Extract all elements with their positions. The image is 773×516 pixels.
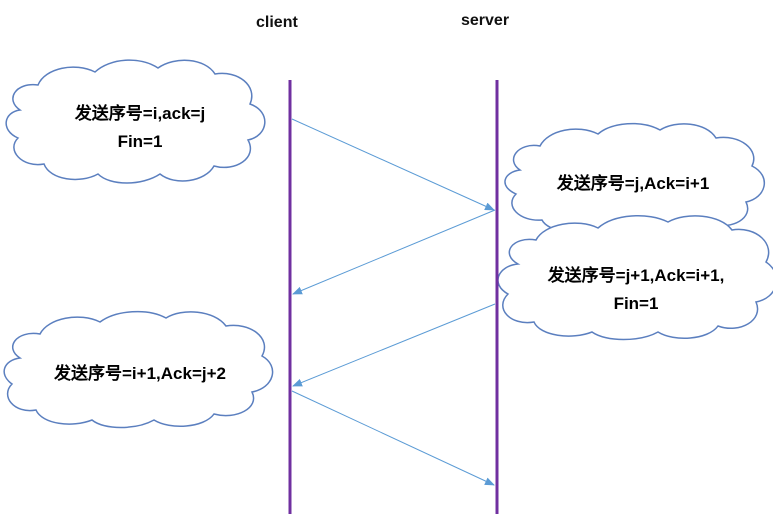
cloud-text-line: Fin=1 — [117, 132, 163, 151]
server-label: server — [461, 12, 510, 29]
cloud-server-ack — [504, 122, 766, 237]
cloud-server-ack-text: 发送序号=j,Ack=i+1 — [528, 170, 738, 198]
cloud-client-ack-text: 发送序号=i+1,Ack=j+2 — [30, 360, 250, 388]
cloud-client-fin-text: 发送序号=i,ack=j Fin=1 — [40, 100, 240, 156]
cloud-client-fin — [5, 59, 266, 184]
cloud-server-fin-text: 发送序号=j+1,Ack=i+1, Fin=1 — [520, 262, 752, 318]
message-arrow-fin-1 — [291, 118, 495, 211]
cloud-text-line: Fin=1 — [613, 294, 659, 313]
cloud-client-ack — [3, 310, 274, 429]
message-arrow-ack-1 — [292, 209, 496, 295]
cloud-text-line: 发送序号=i,ack=j — [74, 104, 206, 123]
cloud-server-fin — [497, 215, 773, 341]
cloud-text-line: 发送序号=j,Ack=i+1 — [556, 174, 710, 193]
cloud-text-line: 发送序号=i+1,Ack=j+2 — [54, 364, 226, 383]
message-arrow-ack-2 — [291, 390, 495, 486]
cloud-text-line: 发送序号=j+1,Ack=i+1, — [547, 266, 725, 285]
client-label: client — [256, 14, 298, 31]
message-arrow-fin-2 — [292, 303, 496, 387]
